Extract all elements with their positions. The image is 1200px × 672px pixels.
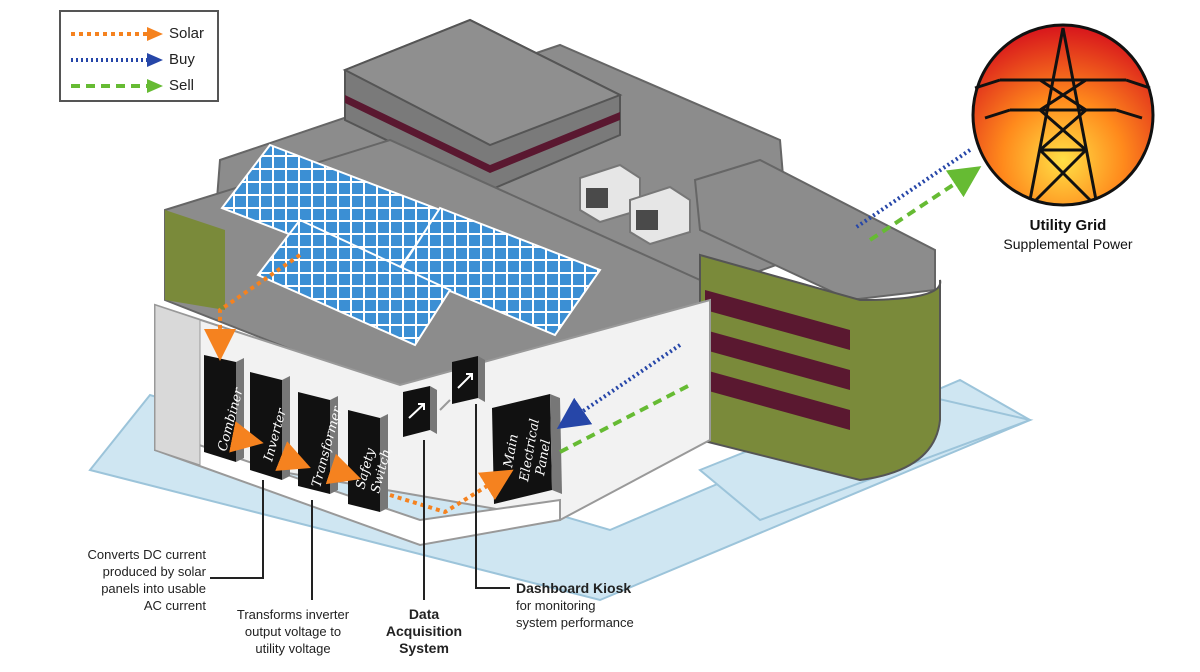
stripe-3: [705, 370, 850, 430]
callout-line-inverter: [210, 480, 264, 579]
solar-flow-transformer-switch: [325, 453, 362, 485]
kiosk-caption-title: Dashboard Kiosk: [516, 580, 632, 596]
solar-flow-from-panels: [204, 253, 302, 361]
transformer-caption-line-1: Transforms inverter: [236, 607, 350, 622]
transmission-tower-icon: [974, 27, 1151, 202]
legend: Solar Buy Sell: [59, 10, 219, 102]
legend-label-sell: Sell: [169, 77, 195, 94]
inverter-box: Inverter: [250, 372, 290, 480]
callout-line-kiosk: [475, 404, 510, 589]
stripe-2: [705, 330, 850, 390]
transformer-caption: Transforms inverter output voltage to ut…: [218, 606, 368, 657]
legend-row-sell: Sell: [61, 74, 221, 98]
daq-caption-line-3: System: [399, 640, 449, 656]
inverter-caption-line-3: panels into usable: [101, 581, 206, 596]
ac-units: [579, 163, 691, 246]
daq-caption-line-2: Acquisition: [385, 623, 463, 639]
main-electrical-panel: Main Electrical Panel: [492, 394, 562, 504]
sell-right-arrow-icon: [71, 79, 163, 93]
utility-grid-title: Utility Grid: [1030, 217, 1107, 234]
roof-upper-top: [342, 18, 623, 147]
left-green-wall: [165, 210, 225, 310]
legend-label-buy: Buy: [169, 51, 195, 68]
buy-right-arrow-icon: [71, 53, 163, 67]
kiosk-caption: Dashboard Kiosk for monitoring system pe…: [516, 580, 686, 631]
legend-row-solar: Solar: [61, 22, 221, 46]
legend-label-solar: Solar: [169, 25, 205, 42]
data-acquisition-unit: [403, 386, 437, 437]
inverter-caption: Converts DC current produced by solar pa…: [28, 546, 206, 614]
kiosk-caption-line-2: system performance: [516, 615, 634, 630]
dashboard-kiosk-unit: [452, 356, 485, 404]
kiosk-caption-line-1: for monitoring: [516, 598, 596, 613]
inverter-caption-line-4: AC current: [143, 598, 206, 613]
solar-flow-combiner-inverter: [229, 421, 264, 453]
daq-caption: Data Acquisition System: [374, 606, 474, 657]
solar-flow-switch-panel: [389, 469, 514, 515]
solar-right-arrow-icon: [71, 27, 163, 41]
inverter-caption-line-1: Converts DC current: [87, 547, 206, 562]
sell-flow-to-grid: [868, 166, 982, 242]
buy-flow-into-panel: [556, 343, 682, 430]
daq-caption-line-1: Data: [408, 606, 440, 622]
solar-flow-inverter-transformer: [275, 441, 311, 471]
sell-flow-from-panel: [559, 383, 691, 454]
combiner-box: Combiner: [204, 355, 247, 462]
main-panel-label-1: Main: [501, 433, 522, 470]
legend-row-buy: Buy: [61, 48, 221, 72]
daq-to-kiosk-link: [439, 399, 451, 411]
stripe-1: [705, 290, 850, 350]
solar-panel-arrays: [220, 143, 602, 347]
utility-grid-subtitle: Supplemental Power: [1003, 236, 1133, 252]
transformer-caption-line-2: output voltage to: [244, 624, 342, 639]
safety-switch-box: Safety Switch: [348, 410, 395, 512]
utility-grid-icon: [971, 23, 1155, 207]
transformer-caption-line-3: utility voltage: [255, 641, 331, 656]
inverter-caption-line-2: produced by solar: [102, 564, 206, 579]
buy-flow-grid-to-building: [853, 148, 972, 230]
main-panel-label-3: Panel: [533, 438, 554, 477]
interior-left-wall: [154, 304, 201, 466]
